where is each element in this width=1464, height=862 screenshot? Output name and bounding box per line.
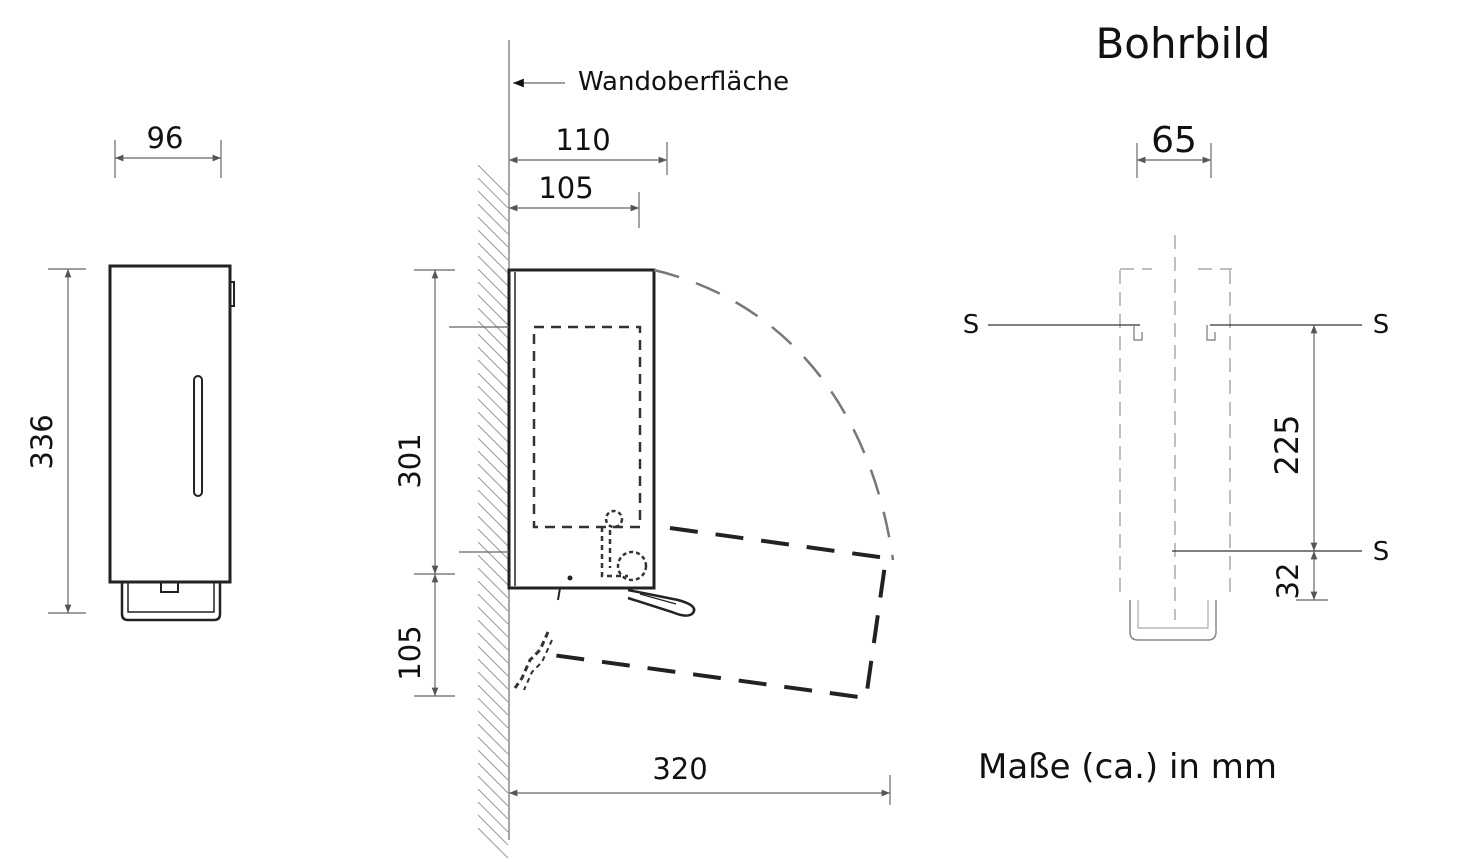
hatch-line: [477, 372, 509, 404]
hole-spacing-label: 65: [1151, 120, 1197, 161]
hatch-line: [477, 541, 509, 573]
side-view: Wandoberfläche 110 105: [393, 40, 895, 859]
hatch-line: [477, 749, 509, 781]
swing-arc: [653, 268, 895, 561]
hatch-line: [477, 450, 509, 482]
depth-body-label: 105: [538, 171, 593, 205]
lower-offset-label: 105: [393, 625, 427, 680]
bottom-offset-label: 32: [1271, 563, 1305, 600]
hatch-line: [477, 658, 509, 690]
hatch-line: [477, 242, 509, 274]
hatch-line: [477, 736, 509, 768]
hatch-line: [477, 346, 509, 378]
hatch-line: [477, 645, 509, 677]
vertical-spacing-label: 225: [1268, 414, 1306, 475]
lever-side: [627, 588, 696, 617]
hatch-line: [477, 515, 509, 547]
units-note: Maße (ca.) in mm: [978, 747, 1277, 787]
hatch-line: [477, 424, 509, 456]
hatch-line: [477, 567, 509, 599]
hatch-line: [477, 229, 509, 261]
open-cover-outline: [544, 526, 889, 701]
hatch-line: [477, 190, 509, 222]
hatch-line: [477, 177, 509, 209]
wall-label: Wandoberfläche: [578, 67, 789, 97]
hatch-line: [477, 385, 509, 417]
hatch-line: [477, 489, 509, 521]
hatch-line: [477, 398, 509, 430]
hatch-line: [477, 411, 509, 443]
dispenser-side-button: [229, 281, 235, 307]
hatch-line: [477, 775, 509, 807]
front-width-label: 96: [147, 121, 184, 155]
hatch-line: [477, 788, 509, 820]
screw-label-left: S: [963, 310, 980, 340]
hatch-line: [477, 697, 509, 729]
hatch-line: [477, 593, 509, 625]
hatch-line: [477, 762, 509, 794]
screw-label-bottom: S: [1373, 537, 1390, 567]
front-view: 96 336: [25, 121, 235, 622]
hatch-line: [477, 281, 509, 313]
depth-top-label: 110: [555, 123, 610, 157]
wall-hatching: [477, 164, 509, 859]
level-window: [193, 375, 203, 497]
drill-pattern: Bohrbild 65 S S S 225 32: [963, 19, 1390, 641]
inner-container: [532, 325, 642, 529]
hatch-line: [477, 268, 509, 300]
hatch-line: [477, 632, 509, 664]
hatch-line: [477, 684, 509, 716]
front-height-label: 336: [25, 414, 59, 469]
hatch-line: [477, 554, 509, 586]
hatch-line: [477, 333, 509, 365]
side-height-label: 301: [393, 433, 427, 488]
hatch-line: [477, 801, 509, 833]
hatch-line: [477, 463, 509, 495]
dispenser-front-body: [108, 264, 232, 584]
hatch-line: [477, 307, 509, 339]
hatch-line: [477, 619, 509, 651]
hatch-line: [477, 255, 509, 287]
drill-title: Bohrbild: [1095, 19, 1270, 68]
hatch-line: [477, 710, 509, 742]
reach-label: 320: [652, 752, 707, 786]
hatch-line: [477, 606, 509, 638]
hatch-line: [477, 580, 509, 612]
nozzle: [160, 581, 179, 593]
hatch-line: [477, 827, 509, 859]
screw-label-right: S: [1373, 310, 1390, 340]
hatch-line: [477, 671, 509, 703]
hatch-line: [477, 164, 509, 196]
hatch-line: [477, 203, 509, 235]
drill-lever-outline: [1129, 600, 1217, 641]
hatch-line: [477, 723, 509, 755]
hatch-line: [477, 216, 509, 248]
hatch-line: [477, 476, 509, 508]
dispenser-side-body: [507, 268, 656, 590]
hatch-line: [477, 814, 509, 846]
hatch-line: [477, 437, 509, 469]
hatch-line: [477, 320, 509, 352]
hatch-line: [477, 528, 509, 560]
open-cover-hinge: [513, 631, 550, 689]
hatch-line: [477, 502, 509, 534]
push-lever: [120, 582, 222, 622]
hatch-line: [477, 359, 509, 391]
hatch-line: [477, 294, 509, 326]
